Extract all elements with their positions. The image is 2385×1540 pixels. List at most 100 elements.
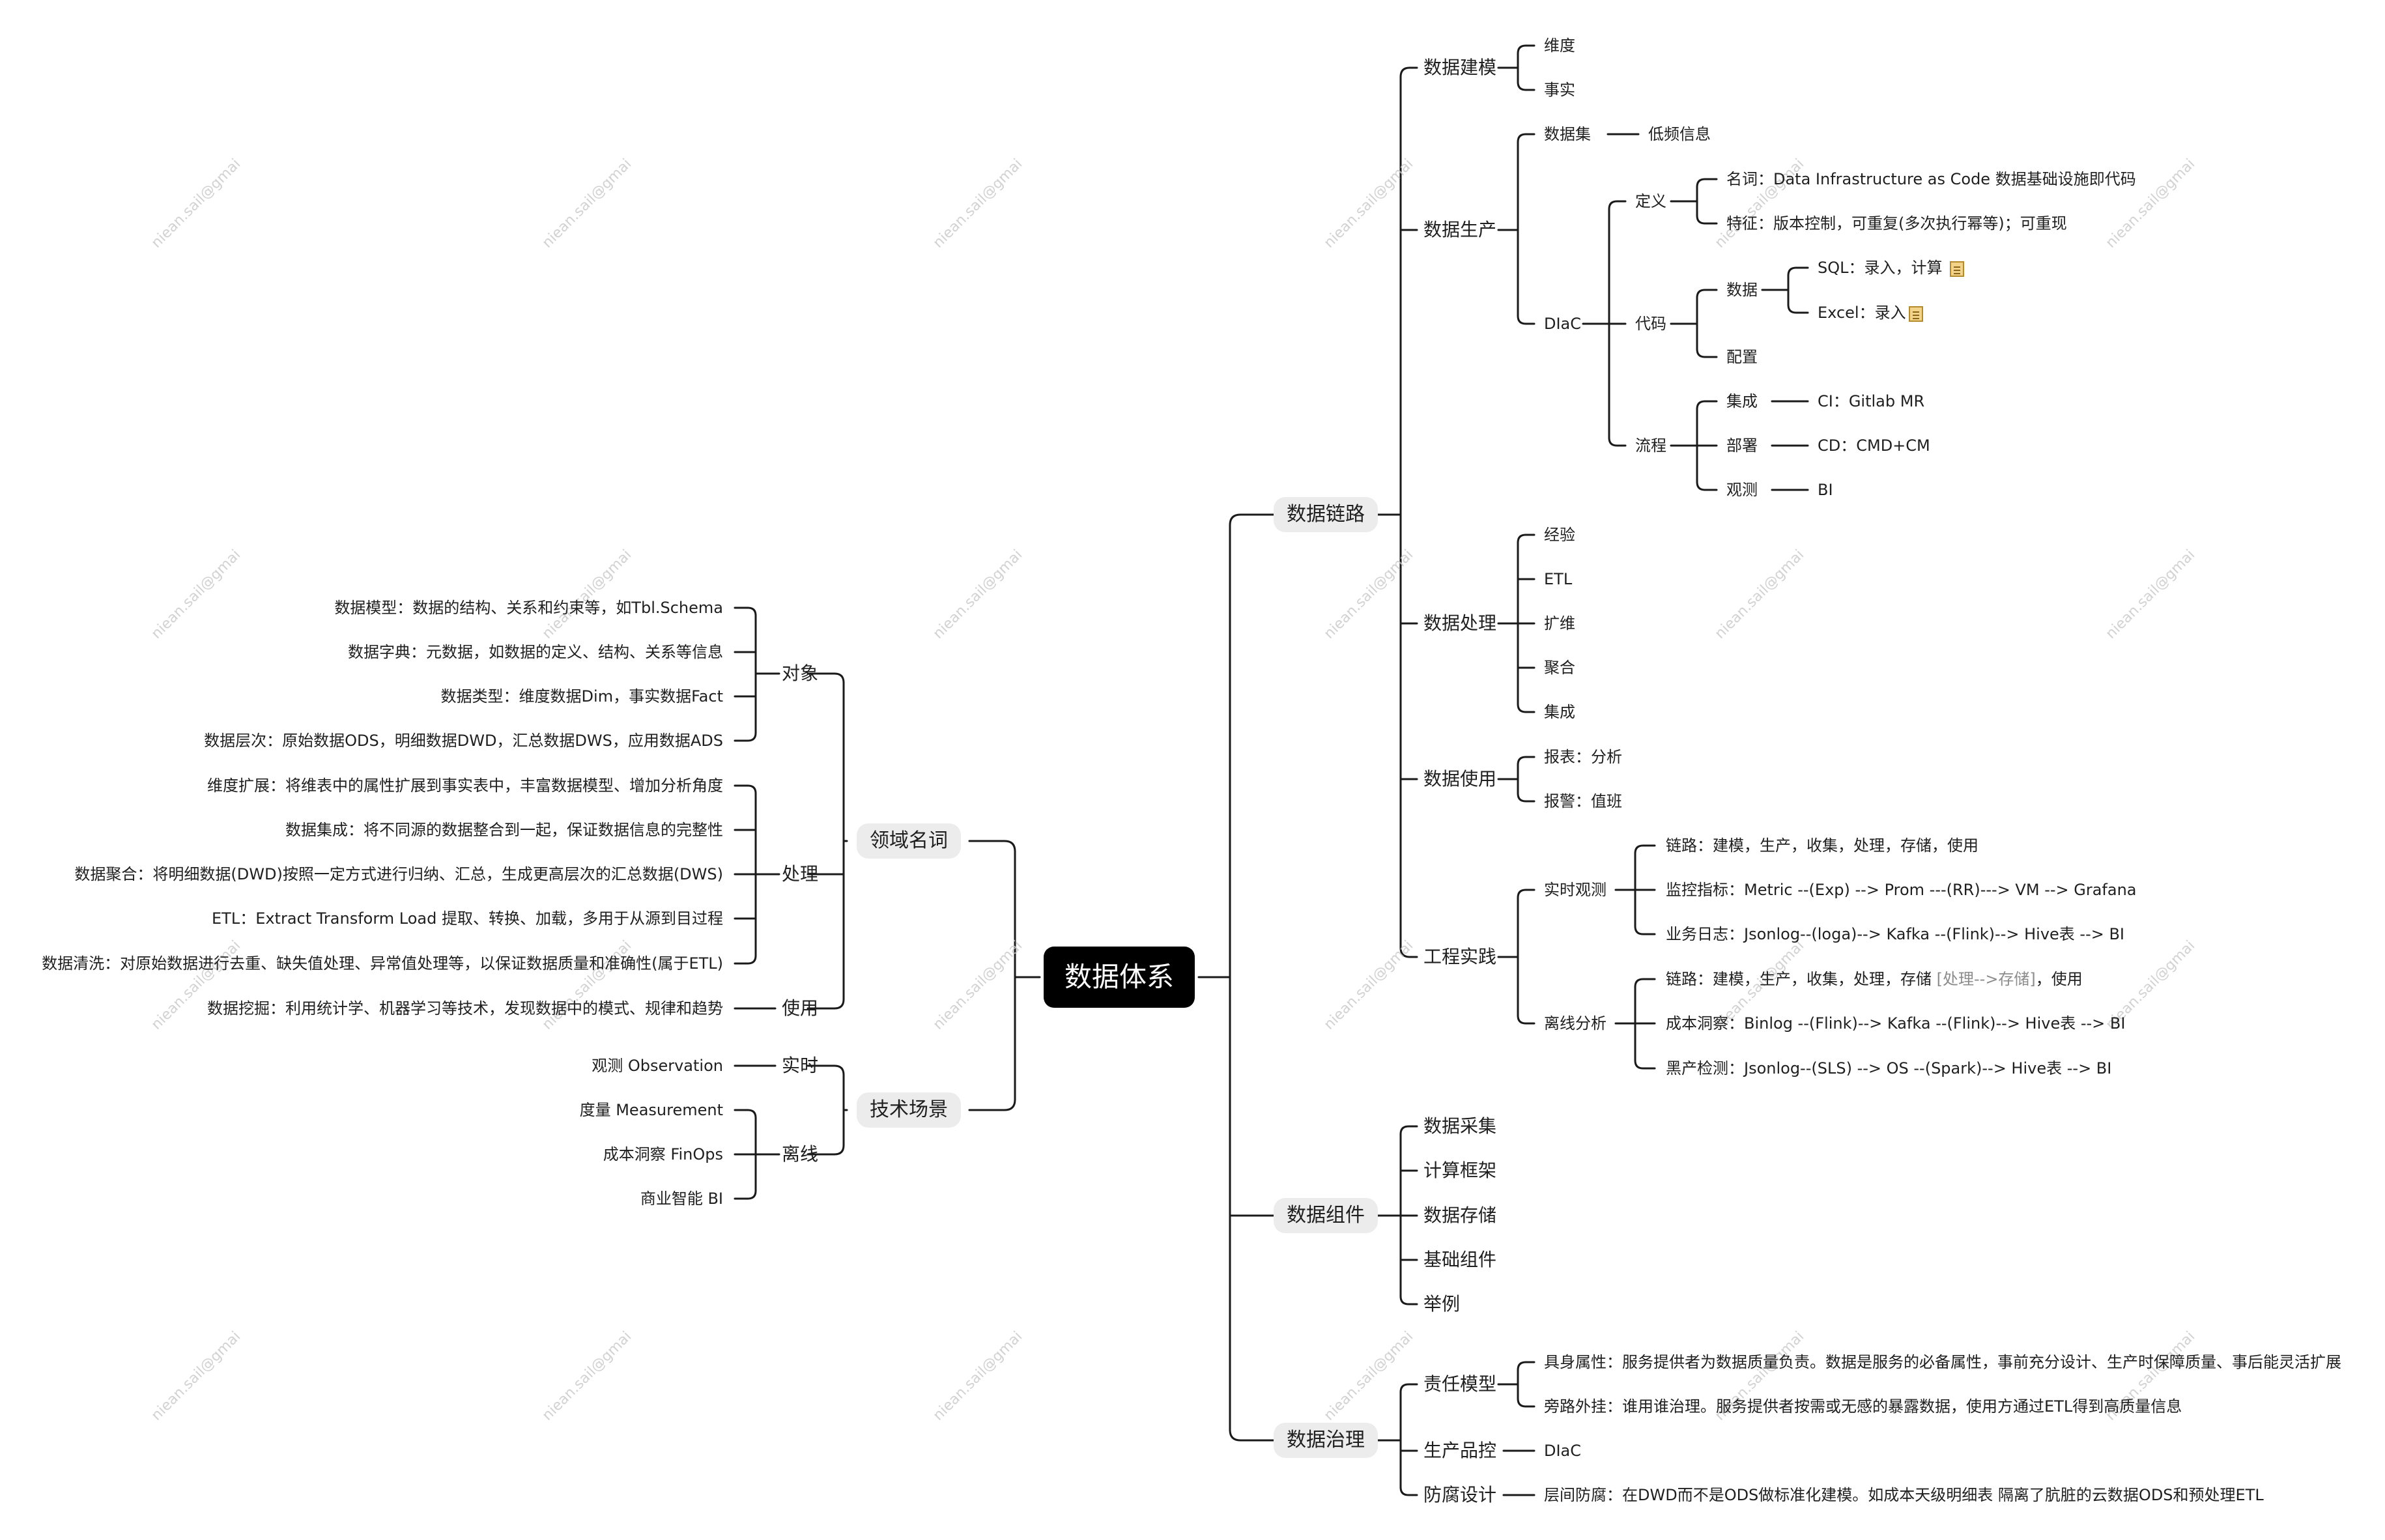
off-child (1634, 978, 1656, 988)
usage-child (1517, 756, 1535, 766)
leaf-object-3[interactable]: 数据类型：维度数据Dim，事实数据Fact (440, 687, 723, 706)
leaf-ci[interactable]: CI：Gitlab MR (1818, 392, 1925, 410)
governance-child (1399, 1383, 1418, 1393)
leaf-observation[interactable]: 观测 Observation (592, 1057, 723, 1075)
node-flow-integrate[interactable]: 集成 (1726, 392, 1758, 410)
leaf-qc-diac[interactable]: DIaC (1544, 1442, 1582, 1460)
link-child (1399, 947, 1418, 958)
leaf-rt-link[interactable]: 链路：建模，生产，收集，处理，存储，使用 (1666, 836, 1978, 855)
leaf-rt-metric[interactable]: 监控指标：Metric --(Exp) --> Prom ---(RR)--->… (1666, 881, 2137, 899)
leaf-storage[interactable]: 数据存储 (1423, 1205, 1497, 1226)
leaf-embodied[interactable]: 具身属性：服务提供者为数据质量负责。数据是服务的必备属性，事前充分设计、生产时保… (1544, 1353, 2341, 1371)
leaf-base[interactable]: 基础组件 (1423, 1249, 1497, 1270)
leaf-rt-log[interactable]: 业务日志：Jsonlog--(loga)--> Kafka --(Flink)-… (1666, 925, 2125, 943)
leaf-config[interactable]: 配置 (1726, 348, 1758, 366)
leaf-compute[interactable]: 计算框架 (1423, 1160, 1497, 1181)
object-child (734, 732, 757, 742)
leaf-bypass[interactable]: 旁路外挂：谁用谁治理。服务提供者按需或无感的暴露数据，使用方通过ETL得到高质量… (1544, 1397, 2182, 1416)
leaf-flow-bi[interactable]: BI (1818, 481, 1833, 499)
leaf-finops[interactable]: 成本洞察 FinOps (603, 1145, 723, 1163)
node-object[interactable]: 对象 (782, 663, 819, 684)
leaf-off-fraud[interactable]: 黑产检测：Jsonlog--(SLS) --> OS --(Spark)--> … (1666, 1059, 2112, 1077)
node-practice[interactable]: 工程实践 (1423, 946, 1497, 967)
node-processing[interactable]: 数据处理 (1423, 612, 1497, 634)
leaf-cd[interactable]: CD：CMD+CM (1818, 436, 1930, 455)
leaf-define-feature[interactable]: 特征：版本控制，可重复(多次执行幂等)；可重现 (1726, 214, 2067, 233)
leaf-process-4[interactable]: ETL：Extract Transform Load 提取、转换、加载，多用于从… (212, 909, 723, 928)
root-topic[interactable]: 数据体系 (1043, 947, 1195, 1008)
note-icon-sql[interactable] (1950, 261, 1964, 277)
leaf-sql[interactable]: SQL：录入，计算 (1818, 259, 1943, 277)
components-child (1399, 1125, 1418, 1135)
node-flow[interactable]: 流程 (1635, 436, 1666, 455)
node-qc[interactable]: 生产品控 (1423, 1440, 1497, 1461)
leaf-aggregate[interactable]: 聚合 (1544, 659, 1575, 677)
flow-child (1696, 481, 1718, 491)
responsibility-child (1517, 1361, 1535, 1371)
leaf-use-1[interactable]: 数据挖掘：利用统计学、机器学习等技术，发现数据中的模式、规律和趋势 (207, 999, 723, 1018)
node-code[interactable]: 代码 (1635, 315, 1666, 333)
leaf-example[interactable]: 举例 (1423, 1293, 1461, 1315)
code-child (1696, 289, 1718, 299)
node-flow-deploy[interactable]: 部署 (1726, 436, 1758, 455)
node-offline-analysis[interactable]: 离线分析 (1544, 1014, 1607, 1033)
leaf-alert[interactable]: 报警：值班 (1544, 792, 1622, 810)
leaf-process-1[interactable]: 维度扩展：将维表中的属性扩展到事实表中，丰富数据模型、增加分析角度 (207, 777, 723, 795)
node-process[interactable]: 处理 (782, 863, 819, 885)
production-child (1517, 315, 1535, 325)
node-flow-observe[interactable]: 观测 (1726, 481, 1758, 499)
leaf-object-4[interactable]: 数据层次：原始数据ODS，明细数据DWD，汇总数据DWS，应用数据ADS (204, 732, 723, 750)
leaf-dimension[interactable]: 维度 (1544, 36, 1575, 55)
branch-tech-scenarios[interactable]: 技术场景 (857, 1092, 961, 1128)
leaf-etl[interactable]: ETL (1544, 570, 1573, 588)
leaf-off-cost[interactable]: 成本洞察：Binlog --(Flink)--> Kafka --(Flink)… (1666, 1014, 2126, 1033)
leaf-object-1[interactable]: 数据模型：数据的结构、关系和约束等，如Tbl.Schema (334, 599, 723, 617)
node-responsibility[interactable]: 责任模型 (1423, 1373, 1497, 1395)
components-child (1399, 1295, 1418, 1305)
leaf-expand-dim[interactable]: 扩维 (1544, 614, 1575, 633)
leaf-fact[interactable]: 事实 (1544, 81, 1575, 99)
leaf-process-3[interactable]: 数据聚合：将明细数据(DWD)按照一定方式进行归纳、汇总，生成更高层次的汇总数据… (74, 865, 723, 883)
node-offline[interactable]: 离线 (782, 1143, 819, 1165)
leaf-object-2[interactable]: 数据字典：元数据，如数据的定义、结构、关系等信息 (348, 643, 723, 661)
leaf-integrate[interactable]: 集成 (1544, 703, 1575, 721)
tech-child (807, 1144, 845, 1156)
leaf-anticorrosion[interactable]: 层间防腐：在DWD而不是ODS做标准化建模。如成本天级明细表 隔离了肮脏的云数据… (1544, 1486, 2264, 1504)
leaf-collect[interactable]: 数据采集 (1423, 1115, 1497, 1137)
processing-child (1517, 534, 1535, 544)
leaf-bi[interactable]: 商业智能 BI (640, 1190, 723, 1208)
node-code-data[interactable]: 数据 (1726, 281, 1758, 299)
node-modeling[interactable]: 数据建模 (1423, 57, 1497, 78)
leaf-report[interactable]: 报表：分析 (1544, 748, 1622, 766)
node-usage[interactable]: 数据使用 (1423, 768, 1497, 790)
practice-child (1517, 1014, 1535, 1025)
code-child (1696, 348, 1718, 358)
branch-governance[interactable]: 数据治理 (1274, 1423, 1378, 1458)
node-define[interactable]: 定义 (1635, 192, 1666, 210)
processing-child (1517, 703, 1535, 713)
leaf-process-5[interactable]: 数据清洗：对原始数据进行去重、缺失值处理、异常值处理等，以保证数据质量和准确性(… (42, 954, 723, 973)
branch-domain-terms[interactable]: 领域名词 (857, 823, 961, 859)
leaf-off-link[interactable]: 链路：建模，生产，收集，处理，存储 [处理-->存储]，使用 (1666, 970, 2083, 988)
branch-components[interactable]: 数据组件 (1274, 1198, 1378, 1233)
leaf-measurement[interactable]: 度量 Measurement (579, 1101, 723, 1119)
node-anticorrosion[interactable]: 防腐设计 (1423, 1484, 1497, 1505)
root-left-child (968, 840, 1016, 853)
leaf-low-freq[interactable]: 低频信息 (1648, 125, 1711, 143)
node-use[interactable]: 使用 (782, 997, 819, 1019)
node-diac[interactable]: DIaC (1544, 315, 1582, 333)
node-dataset[interactable]: 数据集 (1544, 125, 1591, 143)
note-icon-excel[interactable] (1909, 306, 1923, 322)
governance-child (1399, 1486, 1418, 1496)
leaf-excel[interactable]: Excel：录入 (1818, 304, 1906, 322)
leaf-define-term[interactable]: 名词：Data Infrastructure as Code 数据基础设施即代码 (1726, 170, 2136, 188)
node-realtime-observe[interactable]: 实时观测 (1544, 881, 1607, 899)
node-production[interactable]: 数据生产 (1423, 219, 1497, 240)
modeling-child (1517, 44, 1535, 55)
node-realtime[interactable]: 实时 (782, 1055, 819, 1076)
branch-data-link[interactable]: 数据链路 (1274, 497, 1378, 532)
leaf-process-2[interactable]: 数据集成：将不同源的数据整合到一起，保证数据信息的完整性 (285, 821, 723, 839)
leaf-experience[interactable]: 经验 (1544, 526, 1575, 544)
